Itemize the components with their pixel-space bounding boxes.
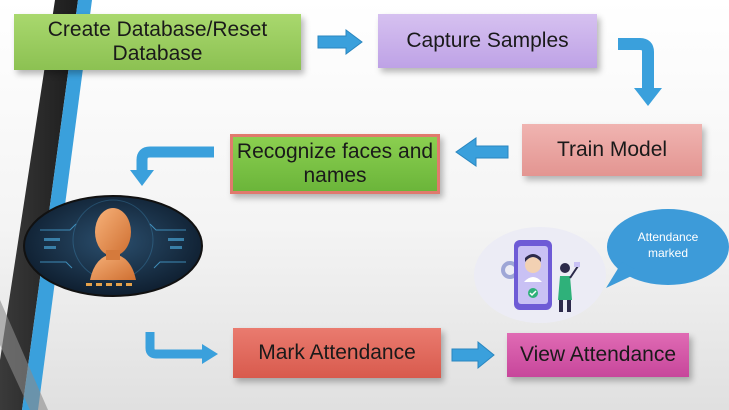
step-capture-samples-label: Capture Samples <box>406 28 569 52</box>
step-mark-attendance: Mark Attendance <box>233 328 441 378</box>
arrow-face-to-mark <box>145 332 218 364</box>
step-view-attendance: View Attendance <box>507 333 689 377</box>
gray-stripe <box>0 300 48 410</box>
arrow-capture-to-train <box>618 38 662 106</box>
step-create-database-label: Create Database/Reset Database <box>47 17 268 65</box>
step-mark-attendance-label: Mark Attendance <box>258 340 416 364</box>
step-recognize: Recognize faces and names <box>230 134 440 194</box>
arrow-recognize-to-face <box>130 146 214 186</box>
step-recognize-label: Recognize faces and names <box>236 139 434 187</box>
step-view-attendance-label: View Attendance <box>519 342 677 366</box>
dark-stripe <box>0 0 78 410</box>
arrow-mark-to-view <box>451 340 495 370</box>
arrow-train-to-recognize <box>455 137 509 167</box>
callout-bubble <box>606 209 729 288</box>
callout-text: Attendance marked <box>637 230 699 260</box>
phone-attendance-icon <box>474 227 606 323</box>
step-train-model-label: Train Model <box>556 137 668 161</box>
step-create-database: Create Database/Reset Database <box>14 14 301 70</box>
step-capture-samples: Capture Samples <box>378 14 597 68</box>
arrow-create-to-capture <box>317 29 363 55</box>
step-train-model: Train Model <box>522 124 702 176</box>
face-scan-icon <box>23 195 203 297</box>
blue-stripe <box>22 0 92 410</box>
